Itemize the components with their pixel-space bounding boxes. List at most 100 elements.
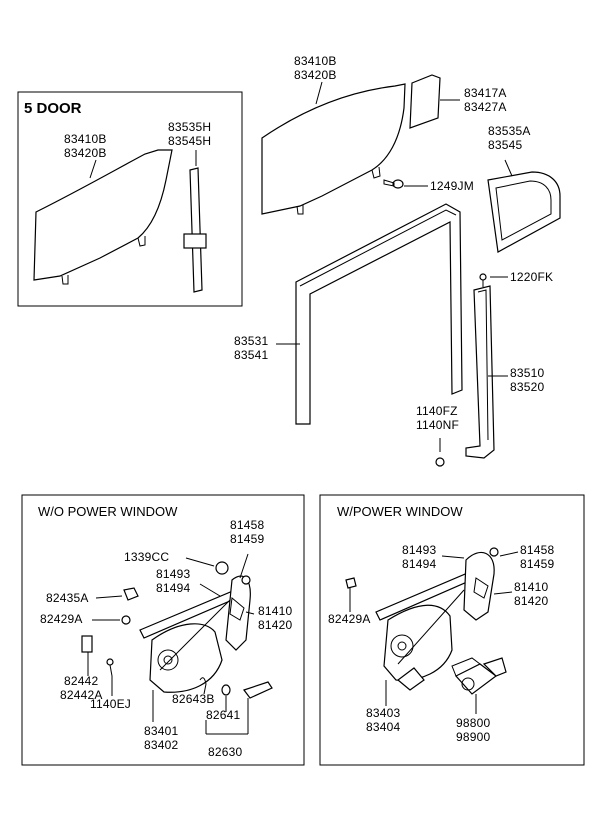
- label-line: 82429A: [40, 612, 83, 626]
- label-line: 83545H: [168, 134, 212, 148]
- label-bolt-1249: 1249JM: [430, 179, 474, 193]
- label-wo-1140: 1140EJ: [90, 697, 131, 711]
- pin-82429a-w: [345, 577, 357, 589]
- handle-parts: [199, 677, 273, 699]
- label-line: 83535A: [488, 124, 531, 138]
- label-line: 81459: [230, 532, 265, 546]
- wo-regulator: [139, 575, 251, 693]
- wo-power-window-title: W/O POWER WINDOW: [38, 504, 178, 519]
- label-glass-top: 83410B 83420B: [294, 54, 337, 82]
- label-wo-82435: 82435A: [46, 591, 89, 605]
- label-wo-82429: 82429A: [40, 612, 83, 626]
- label-w-81493: 81493 81494: [402, 543, 436, 571]
- label-five-door-glass: 83410B 83420B: [64, 132, 107, 160]
- quarter-glass: [409, 74, 441, 129]
- label-line: 81493: [402, 543, 437, 557]
- label-screw-1220: 1220FK: [510, 270, 553, 284]
- screw-1220fk: [479, 273, 487, 287]
- label-wo-82641: 82641: [206, 708, 240, 722]
- label-line: 81494: [156, 581, 191, 595]
- label-rear-channel: 83510 83520: [510, 366, 544, 394]
- label-line: 83531: [234, 334, 269, 348]
- label-line: 81458: [520, 543, 555, 557]
- label-line: 83420B: [294, 68, 337, 82]
- five-door-channel: [183, 167, 207, 293]
- label-line: 81494: [402, 557, 437, 571]
- label-line: 83420B: [64, 146, 107, 160]
- label-line: 82442: [64, 674, 99, 688]
- five-door-box: [17, 91, 243, 307]
- screw-1140ej: [106, 658, 114, 677]
- label-line: 1140NF: [416, 418, 460, 432]
- wo-power-window-box: [21, 494, 305, 766]
- label-wo-81458: 81458 81459: [230, 518, 264, 546]
- label-w-98800: 98800 98900: [456, 716, 490, 744]
- label-line: 82435A: [46, 591, 89, 605]
- label-line: 1140EJ: [90, 697, 132, 711]
- label-wo-81410: 81410 81420: [258, 604, 292, 632]
- label-line: 83402: [144, 738, 179, 752]
- five-door-glass: [33, 149, 173, 285]
- label-wo-82643: 82643B: [172, 692, 215, 706]
- label-line: 83541: [234, 348, 269, 362]
- label-line: 81459: [520, 557, 555, 571]
- label-line: 82630: [208, 745, 243, 759]
- label-line: 1140FZ: [416, 404, 458, 418]
- label-line: 81410: [514, 580, 549, 594]
- label-line: 82429A: [328, 612, 371, 626]
- label-line: 82442A: [60, 688, 103, 702]
- label-line: 83403: [366, 706, 401, 720]
- label-line: 83410B: [294, 54, 337, 68]
- part-82442: [81, 635, 93, 653]
- label-line: 98900: [456, 730, 491, 744]
- label-line: 83401: [144, 724, 179, 738]
- w-power-window-title: W/POWER WINDOW: [337, 504, 463, 519]
- label-run-channel: 83531 83541: [234, 334, 268, 362]
- label-wo-83401: 83401 83402: [144, 724, 178, 752]
- label-line: 83410B: [64, 132, 107, 146]
- motor-98800: [451, 657, 507, 695]
- label-line: 81420: [514, 594, 549, 608]
- label-line: 83427A: [464, 100, 507, 114]
- label-line: 81493: [156, 567, 191, 581]
- label-line: 81458: [230, 518, 265, 532]
- label-line: 1249JM: [430, 179, 474, 193]
- label-w-82429: 82429A: [328, 612, 371, 626]
- label-line: 83510: [510, 366, 545, 380]
- label-w-81458: 81458 81459: [520, 543, 554, 571]
- bolt-1249jm: [383, 179, 404, 189]
- label-line: 83545: [488, 138, 523, 152]
- pin-82429a: [121, 615, 131, 625]
- label-line: 98800: [456, 716, 491, 730]
- label-bolts-1140: 1140FZ 1140NF: [416, 404, 459, 432]
- nut-1339cc: [215, 561, 229, 575]
- label-wo-82442: 82442 82442A: [60, 674, 103, 702]
- label-line: 82643B: [172, 692, 215, 706]
- quarter-frame: [487, 171, 561, 253]
- label-wo-82630: 82630: [208, 745, 242, 759]
- label-five-door-channel: 83535H 83545H: [168, 120, 211, 148]
- label-line: 83404: [366, 720, 401, 734]
- clip-82435a: [123, 587, 139, 601]
- label-w-81410: 81410 81420: [514, 580, 548, 608]
- label-line: 82641: [206, 708, 241, 722]
- label-quarter-glass: 83417A 83427A: [464, 86, 507, 114]
- label-wo-1339: 1339CC: [124, 550, 169, 564]
- label-line: 83535H: [168, 120, 212, 134]
- rear-channel: [465, 285, 495, 459]
- five-door-title: 5 DOOR: [24, 100, 82, 117]
- label-quarter-frame: 83535A 83545: [488, 124, 531, 152]
- label-line: 1339CC: [124, 550, 170, 564]
- bolt-1140fz: [435, 438, 445, 467]
- label-wo-81493: 81493 81494: [156, 567, 190, 595]
- label-line: 81420: [258, 618, 293, 632]
- run-channel: [295, 203, 463, 425]
- label-line: 83417A: [464, 86, 507, 100]
- label-w-83403: 83403 83404: [366, 706, 400, 734]
- label-line: 81410: [258, 604, 293, 618]
- label-line: 83520: [510, 380, 545, 394]
- door-glass: [261, 83, 406, 215]
- w-power-window-box: [319, 494, 585, 766]
